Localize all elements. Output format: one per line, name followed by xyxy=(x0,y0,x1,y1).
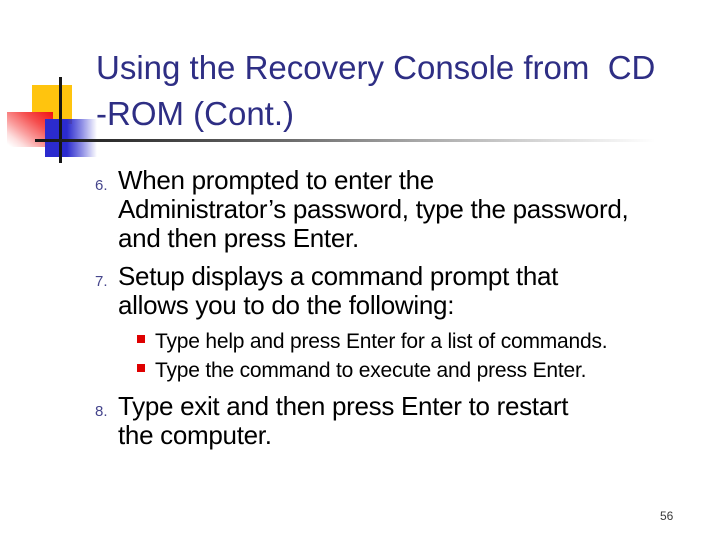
red-square-bullet-icon xyxy=(137,364,145,372)
slide-title: Using the Recovery Console from CD -ROM … xyxy=(96,45,711,137)
list-item-8-line-1: Type exit and then press Enter to restar… xyxy=(118,391,569,421)
title-underline-rule xyxy=(35,139,675,142)
red-square-bullet-icon xyxy=(137,335,145,343)
list-item-6-line-2: Administrator’s password, type the passw… xyxy=(118,194,629,224)
sub-bullet-2-text: Type the command to execute and press En… xyxy=(155,359,587,382)
list-item-7-number: 7. xyxy=(95,273,108,290)
slide-body: 6. When prompted to enter the Administra… xyxy=(95,166,700,450)
list-item-7-line-1: Setup displays a command prompt that xyxy=(118,261,559,291)
sub-bullet-1: Type help and press Enter for a list of … xyxy=(137,327,700,356)
decor-blue-gradient-square xyxy=(45,119,97,157)
sub-bullet-list: Type help and press Enter for a list of … xyxy=(137,327,700,385)
list-item-6-line-3: and then press Enter. xyxy=(118,223,359,253)
list-item-8-number: 8. xyxy=(95,403,108,420)
list-item-6: 6. When prompted to enter the Administra… xyxy=(95,166,700,253)
slide-title-line-2: -ROM (Cont.) xyxy=(96,95,294,132)
list-item-7: 7. Setup displays a command prompt that … xyxy=(95,262,700,320)
decor-vertical-line xyxy=(59,77,62,163)
list-item-6-text: When prompted to enter the Administrator… xyxy=(118,165,629,253)
sub-bullet-2: Type the command to execute and press En… xyxy=(137,356,700,385)
slide-page-number: 56 xyxy=(660,509,674,523)
sub-bullet-1-text: Type help and press Enter for a list of … xyxy=(155,330,608,353)
list-item-6-line-1: When prompted to enter the xyxy=(118,165,434,195)
slide-title-line-1: Using the Recovery Console from CD xyxy=(96,49,656,86)
list-item-7-text: Setup displays a command prompt that all… xyxy=(118,262,558,320)
list-item-8-line-2: the computer. xyxy=(118,420,272,450)
list-item-7-line-2: allows you to do the following: xyxy=(118,290,455,320)
list-item-8: 8. Type exit and then press Enter to res… xyxy=(95,392,700,450)
list-item-6-number: 6. xyxy=(95,177,108,194)
list-item-8-text: Type exit and then press Enter to restar… xyxy=(118,392,568,450)
